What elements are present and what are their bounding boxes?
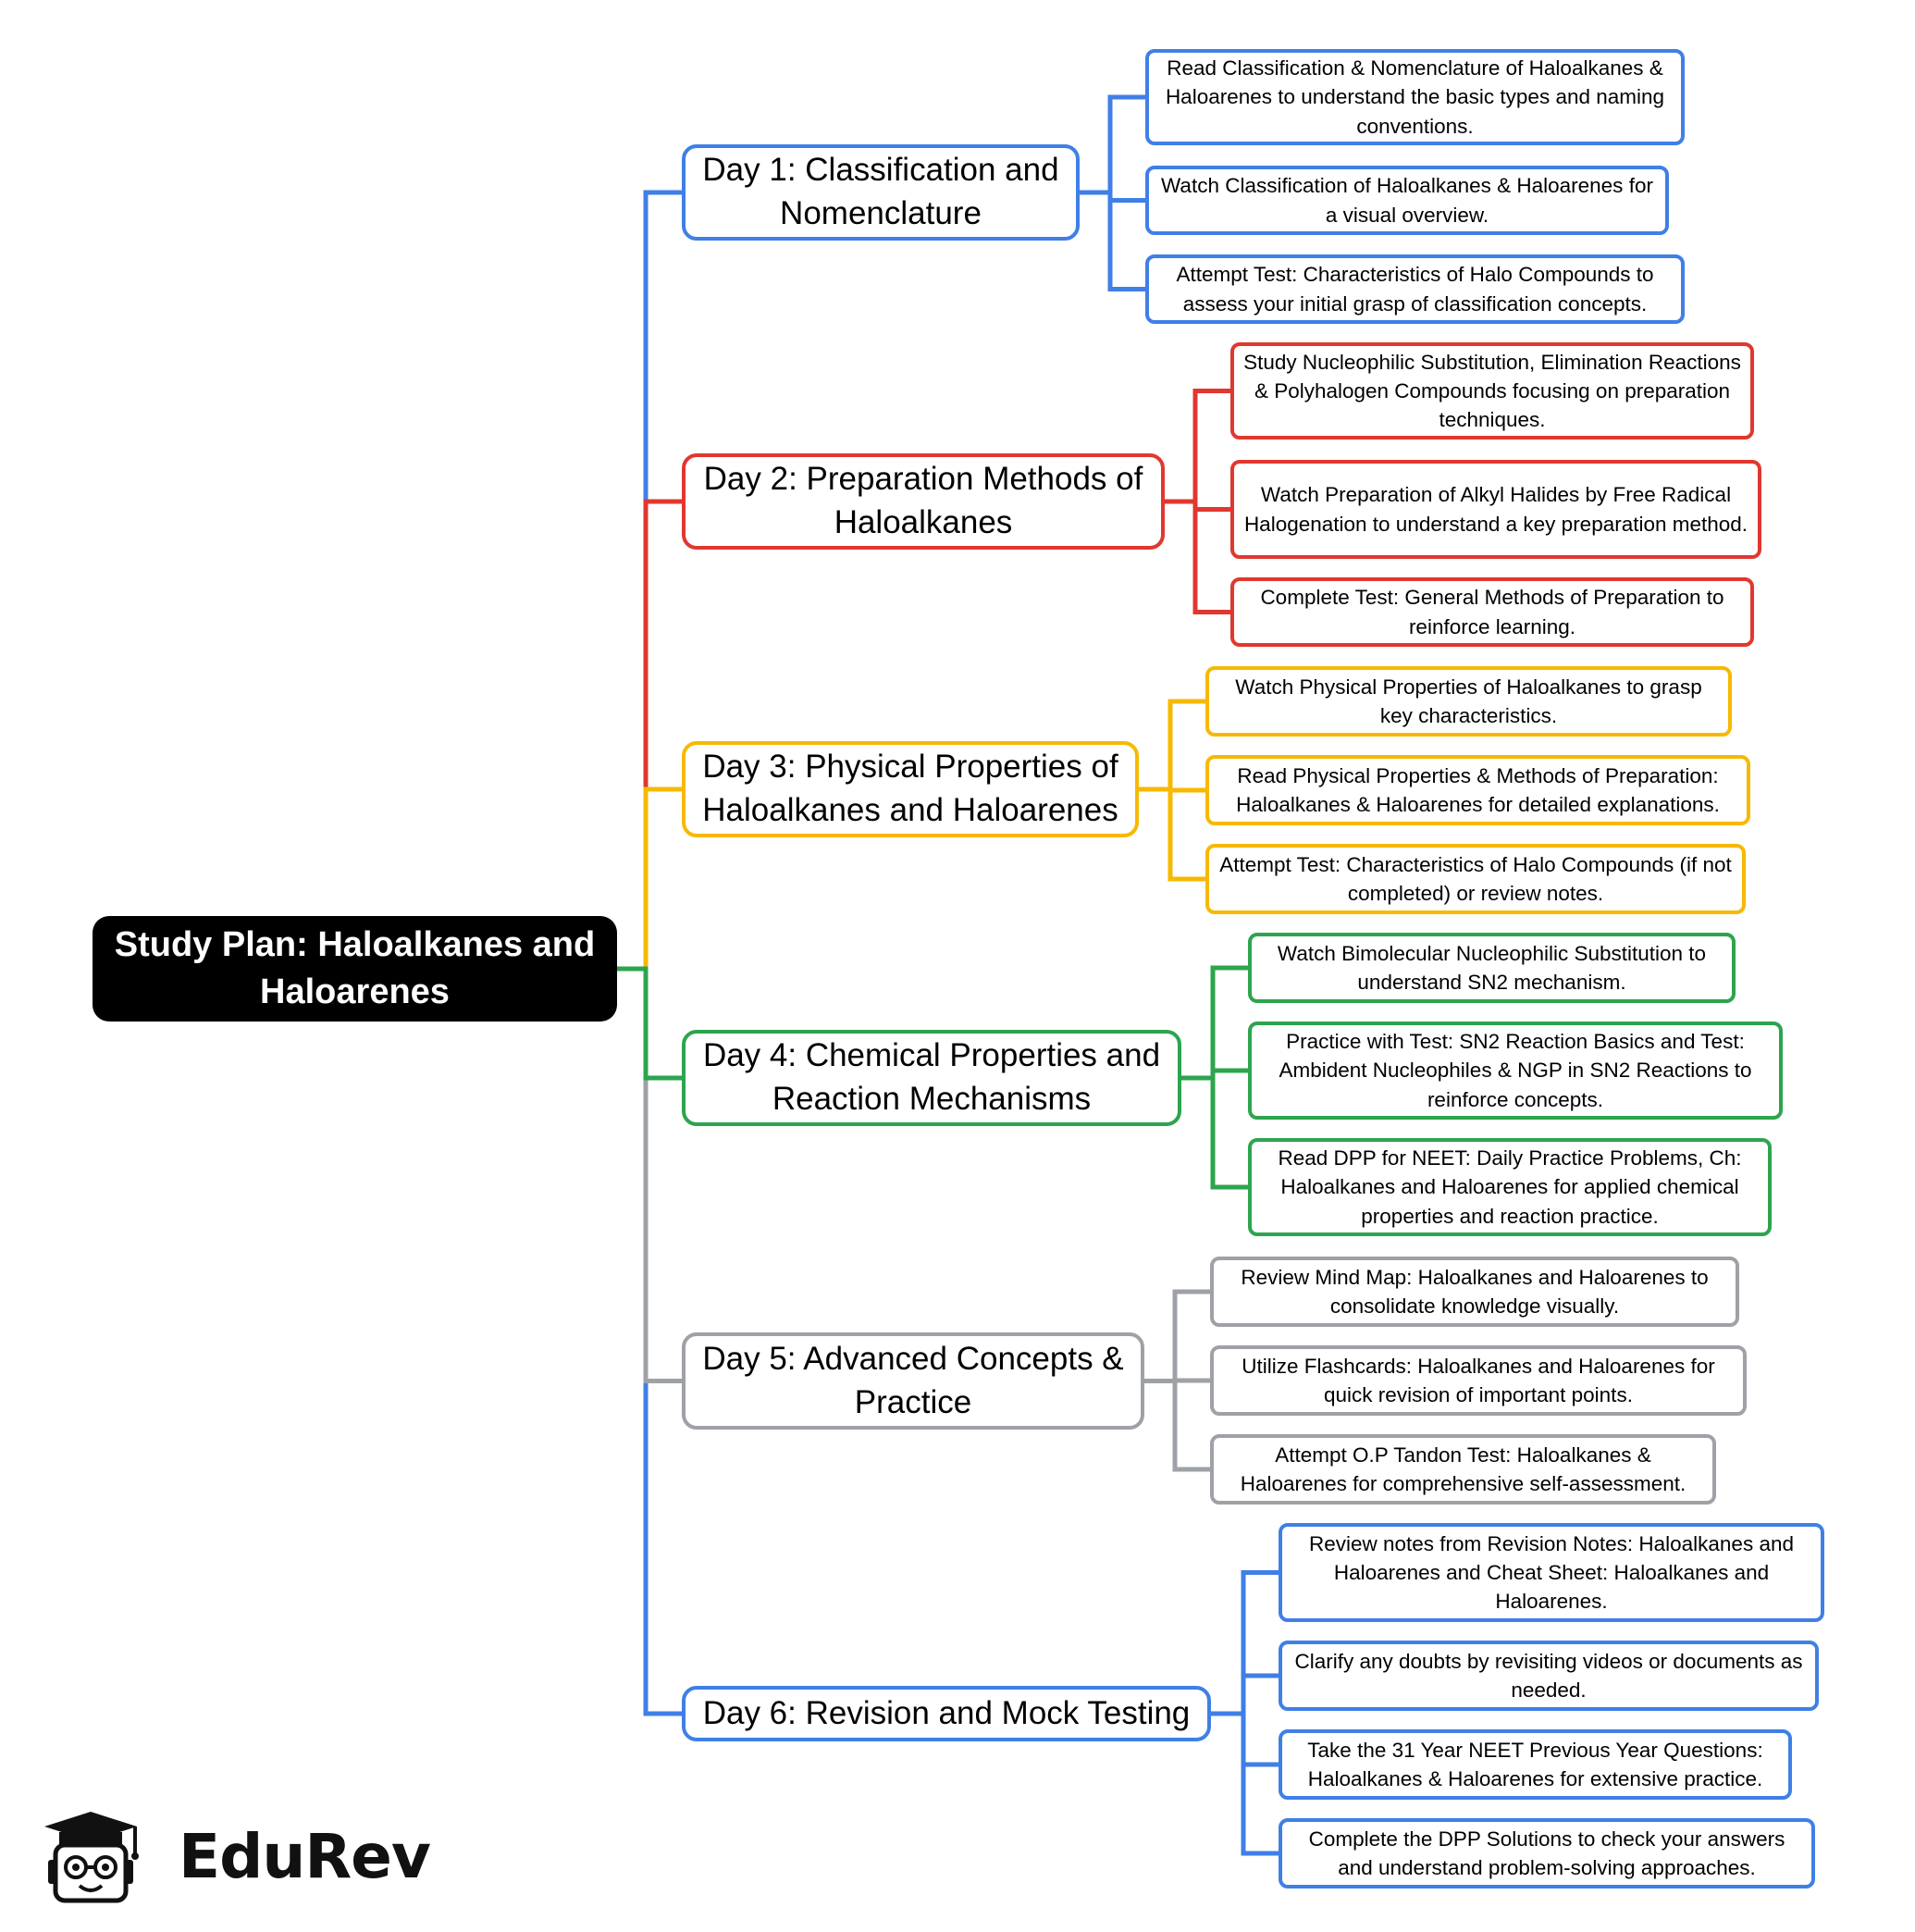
- logo-wordmark: EduRev: [179, 1821, 431, 1892]
- day-2-node: Day 2: Preparation Methods of Haloalkane…: [682, 453, 1165, 550]
- task-text: Attempt Test: Characteristics of Halo Co…: [1219, 852, 1732, 905]
- day-5-task-2: Utilize Flashcards: Haloalkanes and Halo…: [1210, 1345, 1747, 1416]
- day-6-task-2: Clarify any doubts by revisiting videos …: [1279, 1641, 1819, 1711]
- edurev-logo: EduRev: [35, 1806, 431, 1908]
- task-text: Attempt O.P Tandon Test: Haloalkanes & H…: [1240, 1443, 1686, 1495]
- day-2-task-1: Study Nucleophilic Substitution, Elimina…: [1230, 342, 1754, 440]
- day-4-node: Day 4: Chemical Properties and Reaction …: [682, 1030, 1181, 1126]
- task-text: Utilize Flashcards: Haloalkanes and Halo…: [1242, 1354, 1715, 1406]
- task-text: Watch Physical Properties of Haloalkanes…: [1235, 675, 1702, 727]
- task-text: Complete the DPP Solutions to check your…: [1308, 1827, 1785, 1879]
- task-text: Read Classification & Nomenclature of Ha…: [1165, 56, 1665, 138]
- task-text: Complete Test: General Methods of Prepar…: [1260, 586, 1724, 638]
- day-1-label: Day 1: Classification and Nomenclature: [702, 152, 1059, 231]
- day-6-task-3: Take the 31 Year NEET Previous Year Ques…: [1279, 1729, 1792, 1800]
- graduation-cap-mascot-icon: [44, 1812, 139, 1903]
- task-text: Read DPP for NEET: Daily Practice Proble…: [1278, 1146, 1742, 1228]
- task-text: Take the 31 Year NEET Previous Year Ques…: [1307, 1738, 1763, 1790]
- day-6-node: Day 6: Revision and Mock Testing: [682, 1686, 1211, 1741]
- task-text: Attempt Test: Characteristics of Halo Co…: [1176, 263, 1654, 316]
- day-1-node: Day 1: Classification and Nomenclature: [682, 144, 1080, 241]
- task-text: Watch Bimolecular Nucleophilic Substitut…: [1277, 941, 1707, 994]
- day-6-label: Day 6: Revision and Mock Testing: [702, 1694, 1191, 1731]
- task-text: Review Mind Map: Haloalkanes and Haloare…: [1241, 1265, 1709, 1318]
- day-3-task-2: Read Physical Properties & Methods of Pr…: [1205, 755, 1750, 825]
- day-5-label: Day 5: Advanced Concepts & Practice: [702, 1340, 1124, 1420]
- day-1-task-2: Watch Classification of Haloalkanes & Ha…: [1145, 166, 1669, 235]
- day-5-task-1: Review Mind Map: Haloalkanes and Haloare…: [1210, 1257, 1739, 1327]
- day-4-task-1: Watch Bimolecular Nucleophilic Substitut…: [1248, 933, 1736, 1003]
- day-2-task-3: Complete Test: General Methods of Prepar…: [1230, 577, 1754, 647]
- day-1-task-1: Read Classification & Nomenclature of Ha…: [1145, 49, 1685, 145]
- day-3-task-1: Watch Physical Properties of Haloalkanes…: [1205, 666, 1732, 737]
- day-6-task-4: Complete the DPP Solutions to check your…: [1279, 1818, 1815, 1889]
- day-1-task-3: Attempt Test: Characteristics of Halo Co…: [1145, 254, 1685, 324]
- task-text: Watch Preparation of Alkyl Halides by Fr…: [1243, 483, 1748, 536]
- day-3-label: Day 3: Physical Properties of Haloalkane…: [702, 749, 1118, 828]
- root-node: Study Plan: Haloalkanes and Haloarenes: [93, 916, 617, 1022]
- day-5-task-3: Attempt O.P Tandon Test: Haloalkanes & H…: [1210, 1434, 1716, 1505]
- day-5-node: Day 5: Advanced Concepts & Practice: [682, 1332, 1144, 1430]
- day-3-task-3: Attempt Test: Characteristics of Halo Co…: [1205, 844, 1746, 914]
- root-title: Study Plan: Haloalkanes and Haloarenes: [114, 924, 596, 1011]
- day-4-label: Day 4: Chemical Properties and Reaction …: [702, 1037, 1161, 1117]
- day-4-task-2: Practice with Test: SN2 Reaction Basics …: [1248, 1022, 1783, 1120]
- day-2-task-2: Watch Preparation of Alkyl Halides by Fr…: [1230, 460, 1761, 559]
- day-3-node: Day 3: Physical Properties of Haloalkane…: [682, 741, 1139, 837]
- task-text: Clarify any doubts by revisiting videos …: [1294, 1649, 1803, 1702]
- task-text: Review notes from Revision Notes: Haloal…: [1308, 1531, 1794, 1614]
- task-text: Practice with Test: SN2 Reaction Basics …: [1279, 1030, 1752, 1111]
- day-4-task-3: Read DPP for NEET: Daily Practice Proble…: [1248, 1138, 1772, 1236]
- task-text: Study Nucleophilic Substitution, Elimina…: [1243, 350, 1741, 432]
- task-text: Watch Classification of Haloalkanes & Ha…: [1161, 174, 1653, 227]
- day-2-label: Day 2: Preparation Methods of Haloalkane…: [703, 461, 1143, 540]
- day-6-task-1: Review notes from Revision Notes: Haloal…: [1279, 1523, 1824, 1622]
- task-text: Read Physical Properties & Methods of Pr…: [1236, 763, 1720, 816]
